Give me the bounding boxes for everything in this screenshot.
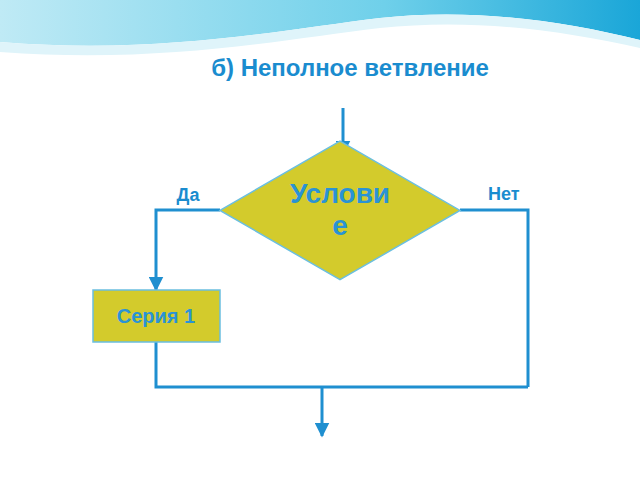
- exit-arrow: [321, 387, 324, 436]
- branch-label: Да: [175, 185, 202, 206]
- node-text-wrap: Условие: [285, 178, 395, 242]
- flow-connector: [156, 210, 220, 290]
- condition-text: Условие: [285, 178, 395, 242]
- merge-line: [156, 342, 528, 387]
- decision-diamond: Условие: [220, 141, 460, 280]
- series-text: Серия 1: [117, 305, 195, 328]
- no-branch-line: [460, 210, 528, 387]
- node-text-wrap: Серия 1: [117, 305, 195, 328]
- branch-label: Нет: [486, 184, 522, 205]
- process-box: Серия 1: [93, 290, 220, 342]
- box-fill: [93, 290, 220, 342]
- diagram-title: б) Неполное ветвление: [150, 54, 550, 82]
- top-wave-light: [0, 14, 640, 55]
- diamond-fill: [220, 141, 460, 280]
